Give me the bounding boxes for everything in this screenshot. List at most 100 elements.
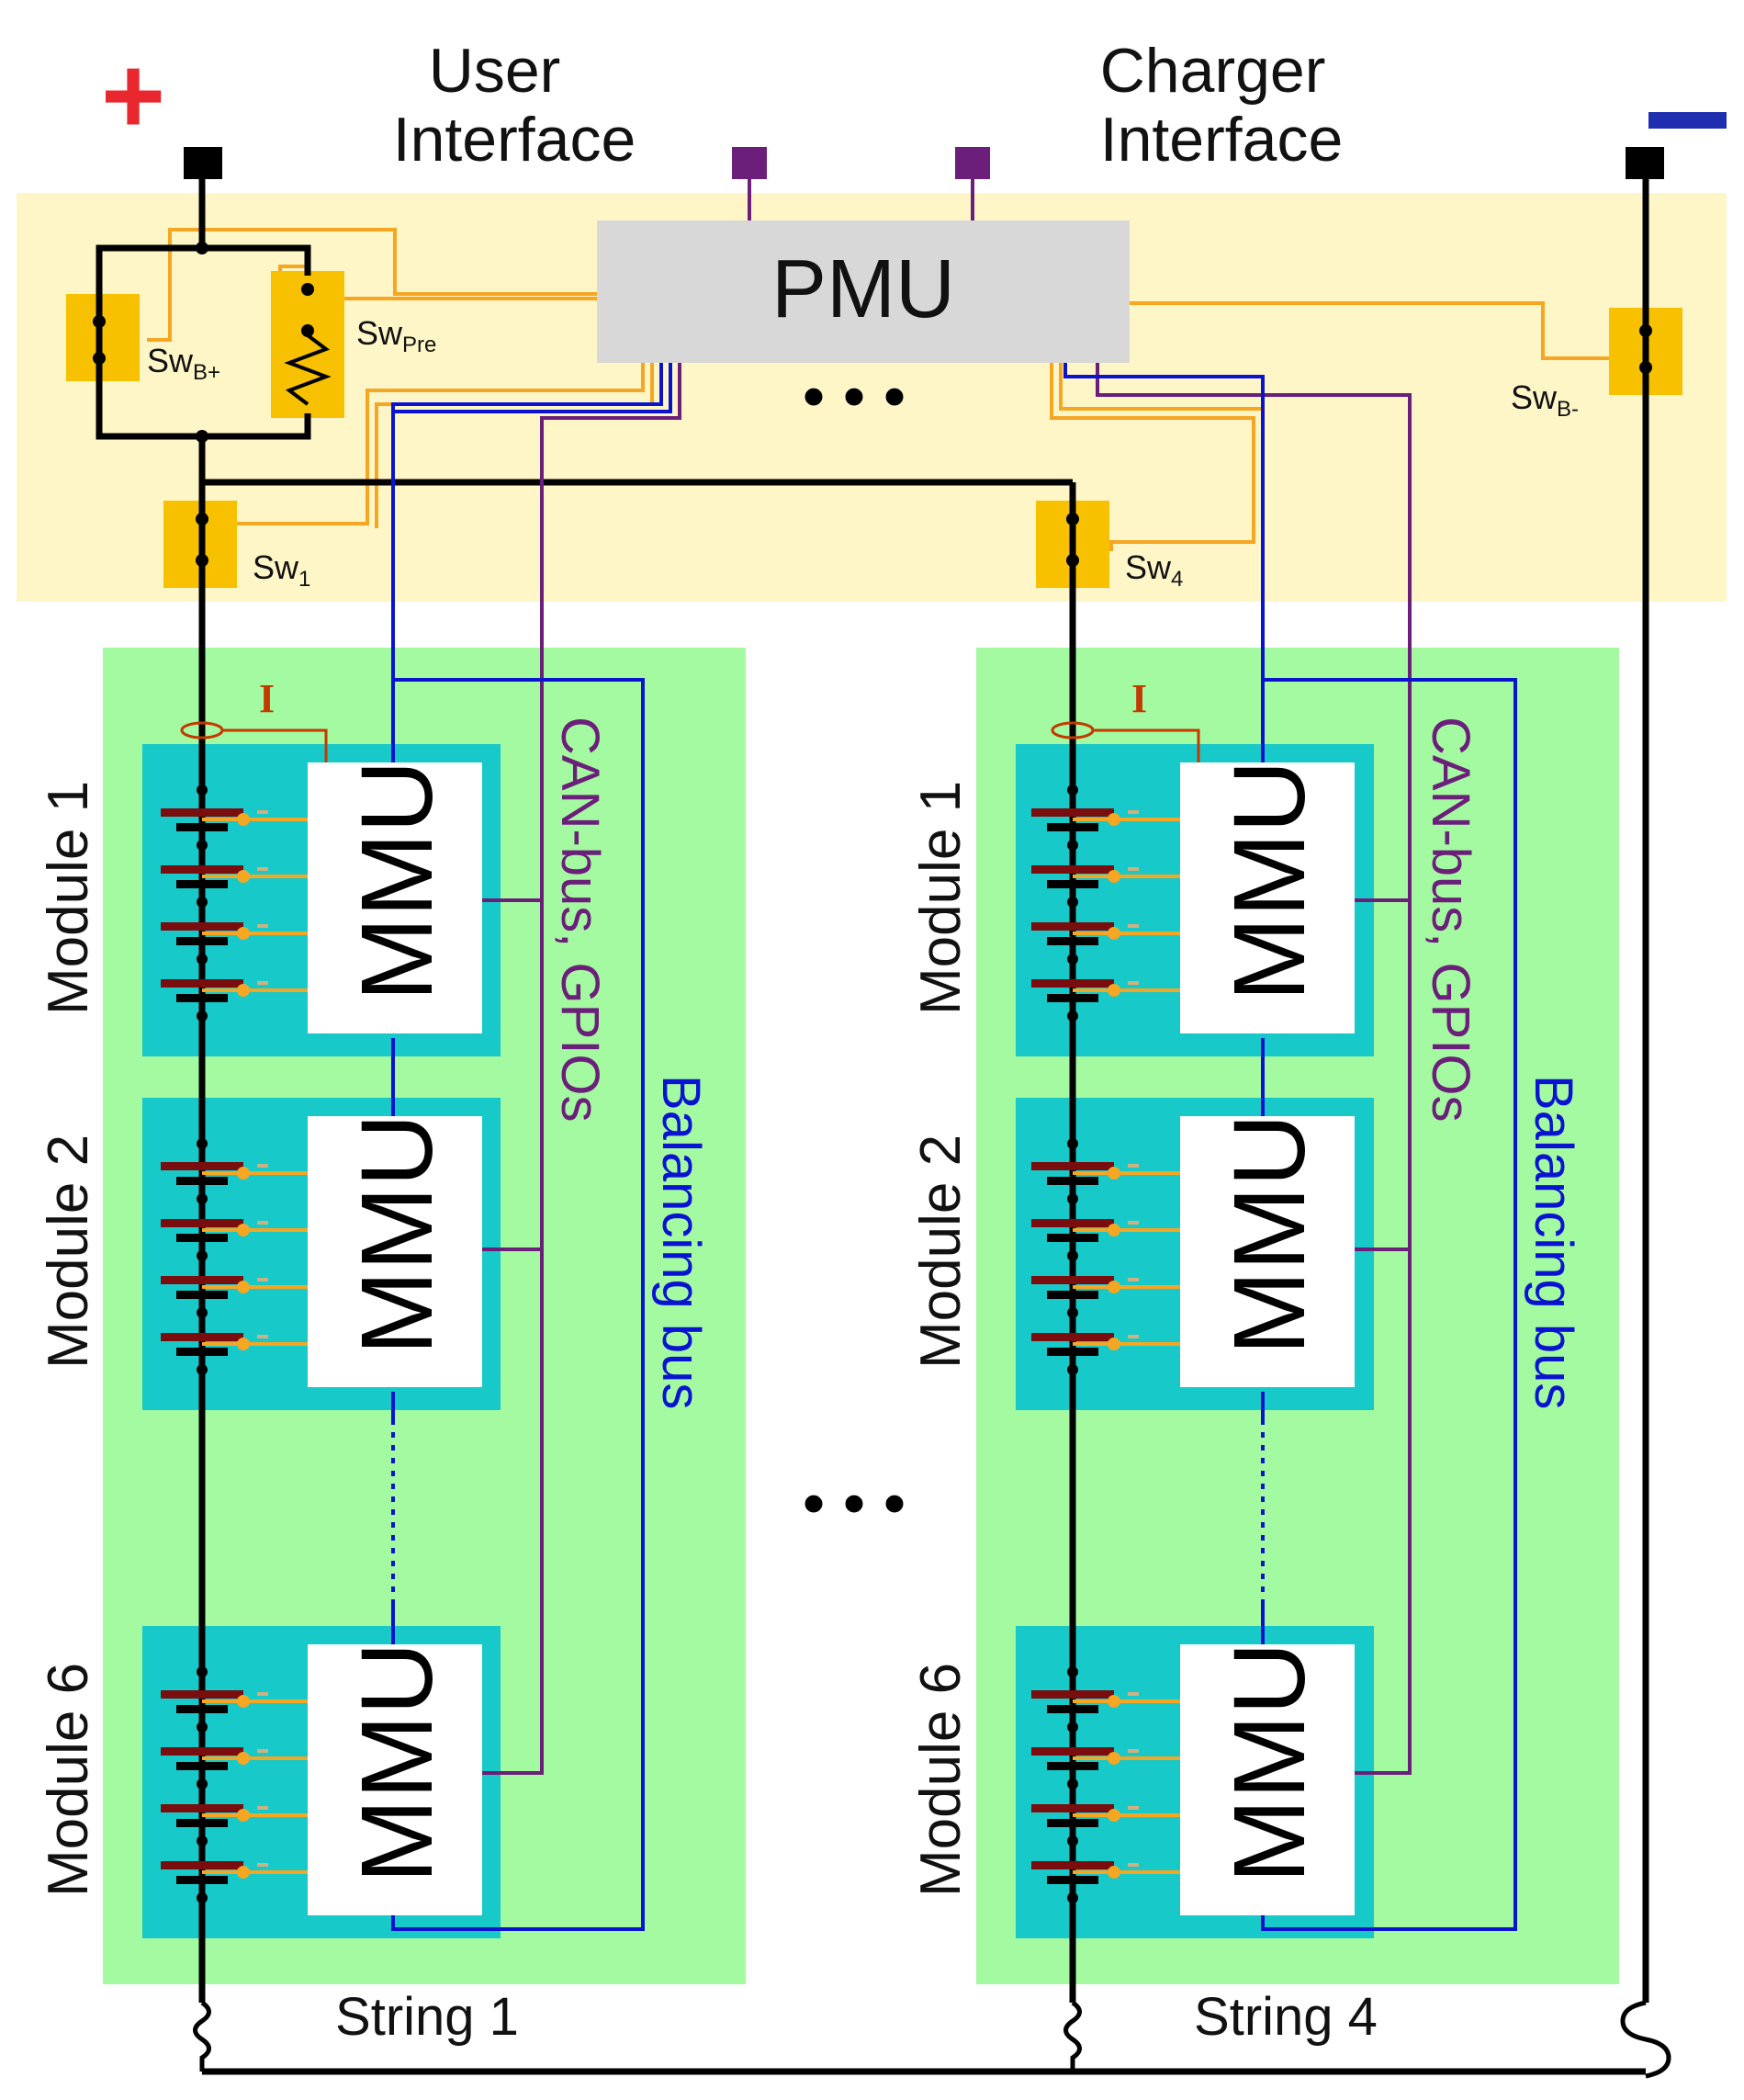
sense-node-icon xyxy=(1108,1695,1120,1708)
battery-cell-icon xyxy=(161,922,243,931)
battery-cell-icon xyxy=(1031,922,1114,931)
battery-cell-icon xyxy=(161,1747,243,1756)
sense-node-icon xyxy=(1108,1752,1120,1765)
battery-cell-icon xyxy=(1047,823,1098,831)
battery-cell-icon xyxy=(176,937,228,945)
cell-node-icon xyxy=(197,1666,208,1677)
plus-terminal xyxy=(184,147,222,179)
mmu-label: MMU xyxy=(1213,1113,1326,1355)
battery-cell-icon xyxy=(1031,1276,1114,1284)
battery-cell-icon xyxy=(161,1162,243,1170)
battery-cell-icon xyxy=(176,1705,228,1713)
cell-node-icon xyxy=(1067,1307,1078,1318)
battery-cell-icon xyxy=(176,880,228,888)
sense-node-icon xyxy=(237,1866,250,1879)
battery-cell-icon xyxy=(1031,1333,1114,1341)
charger-interface-line-2: Interface xyxy=(1100,105,1344,175)
cell-node-icon xyxy=(197,1892,208,1903)
sense-node-icon xyxy=(1108,813,1120,826)
cell-node-icon xyxy=(1067,1010,1078,1022)
battery-cell-icon xyxy=(1047,937,1098,945)
battery-cell-icon xyxy=(176,1291,228,1299)
battery-cell-icon xyxy=(176,823,228,831)
can-bus-label: CAN-bus, GPIOs xyxy=(1421,717,1480,1123)
cell-node-icon xyxy=(1067,785,1078,796)
battery-cell-icon xyxy=(176,1819,228,1827)
battery-cell-icon xyxy=(176,1177,228,1185)
battery-cell-icon xyxy=(176,1762,228,1770)
cell-node-icon xyxy=(197,840,208,851)
sw-4-label: Sw4 xyxy=(1125,548,1183,592)
cell-node-icon xyxy=(1067,1835,1078,1846)
sense-node-icon xyxy=(1108,1866,1120,1879)
module-label: Module 6 xyxy=(909,1663,973,1897)
battery-cell-icon xyxy=(1031,1690,1114,1699)
cell-node-icon xyxy=(197,1250,208,1261)
battery-cell-icon xyxy=(176,994,228,1002)
sw-1-label: Sw1 xyxy=(253,548,310,592)
cell-node-icon xyxy=(1067,1666,1078,1677)
battery-cell-icon xyxy=(1031,865,1114,874)
mmu-box xyxy=(308,1644,482,1915)
strings-ellipsis: • • • xyxy=(803,1467,906,1539)
battery-cell-icon xyxy=(1047,880,1098,888)
mmu-label: MMU xyxy=(341,1642,454,1883)
wire-break-icons xyxy=(193,2000,1671,2079)
plus-terminal-label: + xyxy=(101,34,165,157)
sense-node-icon xyxy=(237,927,250,940)
battery-cell-icon xyxy=(161,808,243,817)
battery-cell-icon xyxy=(1031,979,1114,988)
charger-interface-port xyxy=(955,147,990,179)
cell-node-icon xyxy=(197,1010,208,1022)
minus-terminal xyxy=(1626,147,1664,179)
mmu-box xyxy=(308,1116,482,1387)
charger-interface-line-1: Charger xyxy=(1100,36,1326,106)
battery-cell-icon xyxy=(1047,1291,1098,1299)
mmu-box xyxy=(1180,762,1355,1033)
mmu-box xyxy=(1180,1116,1355,1387)
sense-node-icon xyxy=(1108,1167,1120,1180)
battery-cell-icon xyxy=(1031,1162,1114,1170)
mmu-label: MMU xyxy=(341,760,454,1001)
battery-cell-icon xyxy=(1047,1876,1098,1884)
sw-pre-label: SwPre xyxy=(356,314,436,357)
battery-cell-icon xyxy=(1047,1234,1098,1242)
cell-node-icon xyxy=(197,1835,208,1846)
battery-cell-icon xyxy=(1047,1819,1098,1827)
battery-cell-icon xyxy=(161,1333,243,1341)
cell-node-icon xyxy=(1067,1892,1078,1903)
charger-interface-label: Charger Interface xyxy=(1100,36,1344,175)
module-label: Module 2 xyxy=(37,1135,100,1369)
module-label: Module 1 xyxy=(37,781,100,1015)
cell-node-icon xyxy=(197,1778,208,1790)
cell-node-icon xyxy=(197,1138,208,1149)
battery-cell-icon xyxy=(161,1861,243,1869)
battery-cell-icon xyxy=(1031,808,1114,817)
sense-node-icon xyxy=(237,1224,250,1236)
module-label: Module 2 xyxy=(909,1135,973,1369)
balancing-bus-lines xyxy=(391,363,1517,1931)
sense-node-icon xyxy=(1108,984,1120,997)
sense-node-icon xyxy=(1108,870,1120,883)
sense-node-icon xyxy=(1108,927,1120,940)
sense-node-icon xyxy=(1108,1809,1120,1822)
battery-cell-icon xyxy=(176,1876,228,1884)
sw-bplus-switch xyxy=(66,294,140,381)
balancing-bus-label: Balancing bus xyxy=(651,1075,711,1409)
balancing-bus-label: Balancing bus xyxy=(1524,1075,1583,1409)
cell-node-icon xyxy=(1067,897,1078,908)
sense-node-icon xyxy=(1108,1281,1120,1293)
battery-cell-icon xyxy=(1047,1705,1098,1713)
switch-contacts xyxy=(93,242,1652,567)
cell-node-icon xyxy=(1067,1250,1078,1261)
module-label: Module 6 xyxy=(37,1663,100,1897)
cell-node-icon xyxy=(197,1364,208,1375)
sense-node-icon xyxy=(237,870,250,883)
sense-node-icon xyxy=(237,1809,250,1822)
cell-node-icon xyxy=(1067,1193,1078,1204)
pmu-box xyxy=(597,220,1130,363)
minus-terminal-icon xyxy=(1648,112,1727,129)
sense-node-icon xyxy=(237,1167,250,1180)
battery-cell-icon xyxy=(161,1690,243,1699)
